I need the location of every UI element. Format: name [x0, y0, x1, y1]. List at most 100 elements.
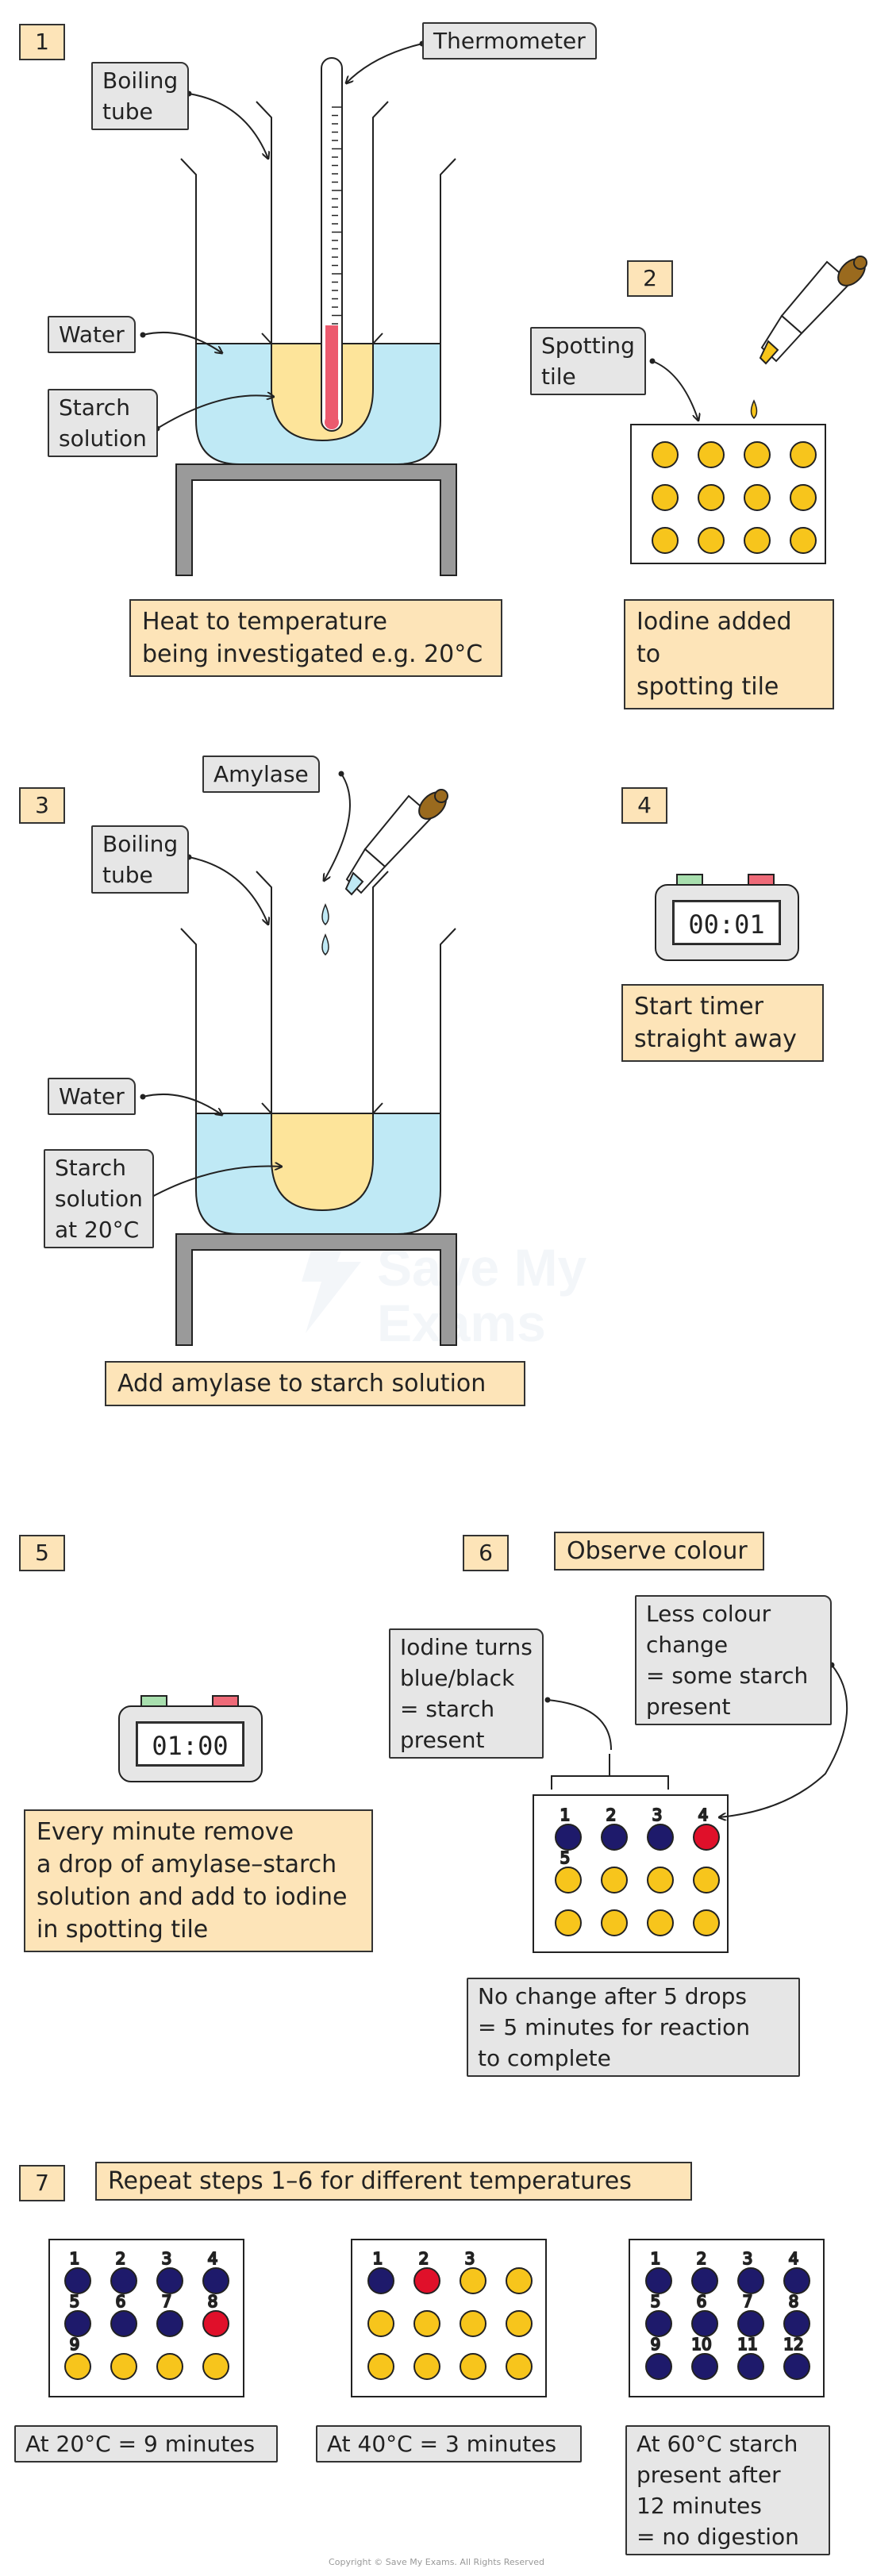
step-number-3: 3 [19, 787, 65, 824]
arrow-water-3 [142, 1093, 222, 1115]
arrow-less-colour [719, 1664, 848, 1817]
tile2-spot [652, 441, 679, 468]
boiling-tube-label-line-2: tube [102, 98, 153, 125]
tile2-spot [790, 441, 817, 468]
step5-instruction: Every minute remove a drop of amylase–st… [24, 1809, 373, 1952]
tile7a-spot [110, 2353, 137, 2380]
tile7c-spot-number: 2 [697, 2249, 707, 2268]
spotting-tile-label-line-1: Spotting [541, 333, 635, 359]
arrow-amylase [324, 773, 351, 881]
tile7b-spot [460, 2353, 486, 2380]
boiling-tube [256, 101, 389, 442]
tile6-spot [693, 1867, 720, 1894]
tile7c-spot [783, 2267, 810, 2294]
tile7a-spot-number: 8 [208, 2292, 218, 2311]
tile6-spot [647, 1867, 674, 1894]
starch-label-line-2: solution [59, 425, 147, 452]
tile7a-spot [156, 2353, 183, 2380]
tile7b-spot-number: 1 [373, 2249, 383, 2268]
step1-apparatus [175, 57, 457, 576]
boiling-tube-label-3-line-2: tube [102, 862, 153, 888]
tube-starch-3 [271, 1113, 373, 1210]
iodine-label-line-4: present [400, 1727, 485, 1753]
arrow-boiling-tube-1 [188, 93, 268, 159]
tile6-spot-number: 1 [560, 1805, 571, 1824]
tile7b-spot [413, 2310, 440, 2337]
tile7b-spot [460, 2267, 486, 2294]
step2-instruction-line-1: Iodine added to [636, 608, 792, 668]
less-colour-label-line-3: = some starch [646, 1663, 809, 1689]
iodine-label: Iodine turns blue/black = starch present [389, 1628, 544, 1759]
step6-result-line-2: = 5 minutes for reaction [478, 2014, 751, 2040]
tile6-spot [601, 1824, 628, 1851]
step-number-6: 6 [463, 1535, 509, 1571]
caption-60c-line-4: = no digestion [636, 2524, 799, 2550]
tile6-spot [693, 1824, 720, 1851]
tile7c-spot-number: 6 [697, 2292, 707, 2311]
step4-instruction-line-2: straight away [634, 1025, 797, 1053]
step4-instruction: Start timer straight away [621, 984, 824, 1062]
tile7c-spot [645, 2267, 672, 2294]
tile7a-spot-number: 2 [116, 2249, 126, 2268]
step1-instruction-line-2: being investigated e.g. 20°C [142, 640, 483, 668]
tile7a-spot [202, 2310, 229, 2337]
step5-instruction-line-1: Every minute remove [37, 1818, 294, 1846]
spotting-tile-label: Spotting tile [530, 327, 646, 395]
step6-result-line-1: No change after 5 drops [478, 1983, 747, 2009]
arrow-iodine [547, 1699, 612, 1751]
lightning-logo-icon [302, 1230, 361, 1333]
caption-40c: At 40°C = 3 minutes [316, 2425, 582, 2463]
tile2-spot [652, 527, 679, 554]
step-number-7: 7 [19, 2165, 65, 2201]
tile7b-spot [506, 2353, 533, 2380]
step2-instruction: Iodine added to spotting tile [624, 599, 834, 709]
step5-instruction-line-4: in spotting tile [37, 1916, 209, 1944]
tile2-spot [698, 527, 725, 554]
boiling-tube-label-3: Boiling tube [91, 825, 190, 894]
starch-label-3-line-2: solution [55, 1186, 143, 1212]
tile7a-spot [156, 2267, 183, 2294]
less-colour-label-line-4: present [646, 1694, 731, 1720]
step1-instruction-line-1: Heat to temperature [142, 608, 387, 636]
step4-instruction-line-1: Start timer [634, 993, 763, 1021]
tile7c-spot [691, 2267, 718, 2294]
tile6-spot [693, 1909, 720, 1936]
step-number-2: 2 [627, 260, 673, 297]
tile7b-spot [367, 2267, 394, 2294]
thermometer-scale [332, 106, 342, 325]
tile7c-spot [645, 2353, 672, 2380]
caption-60c: At 60°C starch present after 12 minutes … [625, 2425, 830, 2555]
amylase-label: Amylase [202, 755, 320, 793]
tile7a-spot-number: 4 [208, 2249, 218, 2268]
arrow-spotting-tile [652, 360, 698, 421]
tile7c-spot [691, 2310, 718, 2337]
bracket [551, 1754, 669, 1790]
arrow-starch-3 [148, 1167, 282, 1199]
thermometer-label: Thermometer [422, 22, 597, 60]
tile7a-spot [64, 2267, 91, 2294]
step-number-4: 4 [621, 787, 667, 824]
water-label: Water [48, 316, 136, 353]
tile7c-spot-number: 12 [783, 2335, 803, 2354]
tile6-spot-number: 2 [606, 1805, 617, 1824]
tile6-spot [647, 1909, 674, 1936]
caption-60c-line-3: 12 minutes [636, 2493, 762, 2519]
step3-instruction: Add amylase to starch solution [105, 1361, 525, 1406]
iodine-label-line-1: Iodine turns [400, 1634, 533, 1660]
caption-60c-line-1: At 60°C starch [636, 2431, 798, 2457]
tile7b-spot [506, 2310, 533, 2337]
tile2-spot [744, 527, 771, 554]
tile7c-spot-number: 4 [789, 2249, 799, 2268]
leader-dots [140, 40, 835, 1703]
tripod-stand [175, 463, 457, 576]
tile6-spot-number: 3 [652, 1805, 663, 1824]
tile2-spot [698, 441, 725, 468]
arrow-starch-1 [156, 395, 274, 429]
tile7a-spot [202, 2267, 229, 2294]
tile7b-spot [367, 2310, 394, 2337]
tile7c-spot-number: 8 [789, 2292, 799, 2311]
tile7a-spot-number: 1 [70, 2249, 80, 2268]
caption-20c: At 20°C = 9 minutes [14, 2425, 278, 2463]
